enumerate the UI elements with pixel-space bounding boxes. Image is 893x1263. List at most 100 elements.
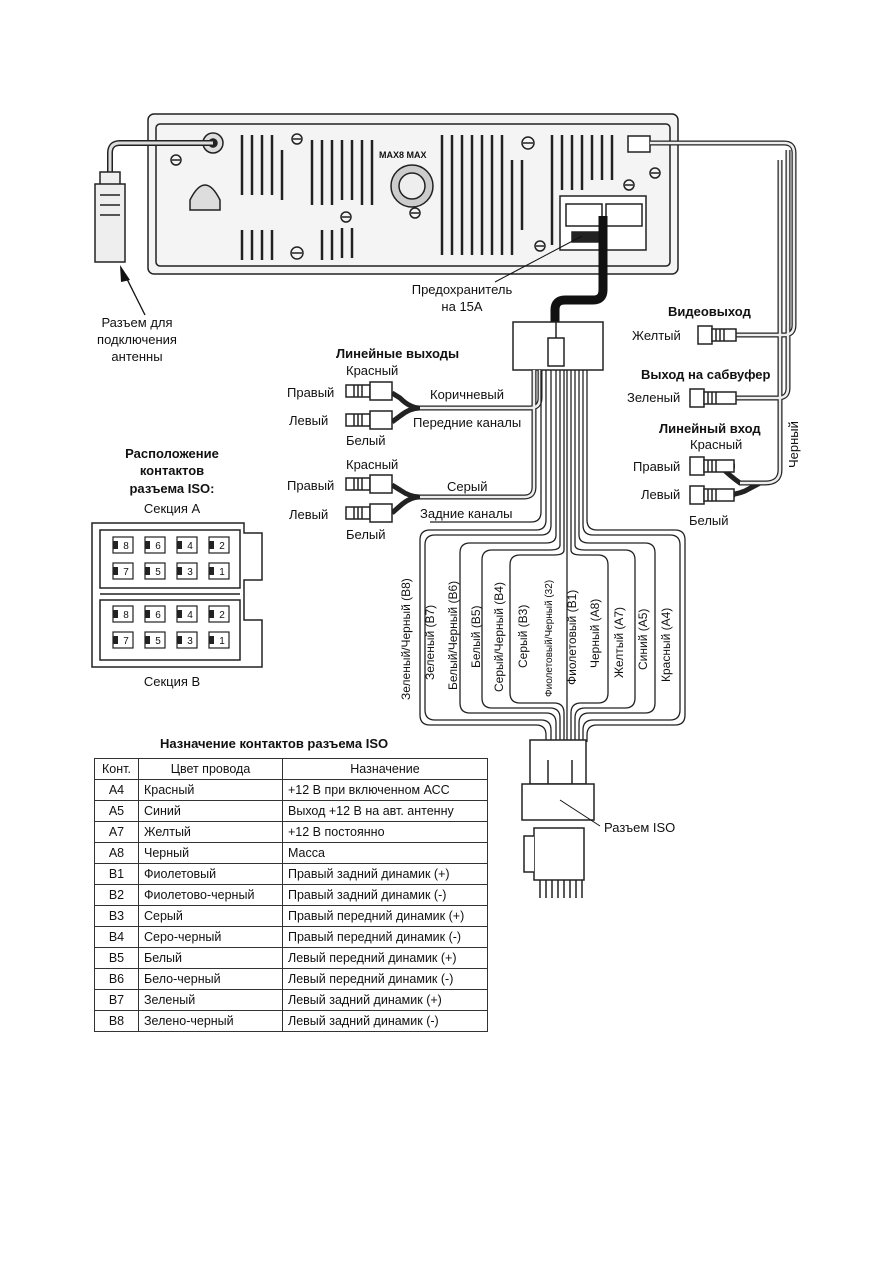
iso-layout-title-1: Расположение bbox=[125, 446, 219, 461]
video-out-label: Видеовыход bbox=[668, 304, 752, 319]
wire-color-cell: Бело-черный bbox=[138, 968, 283, 990]
wire-color-cell: Серо-черный bbox=[138, 926, 283, 948]
rear-left-rca-icon bbox=[345, 503, 393, 523]
line-in-label: Линейный вход bbox=[659, 421, 761, 436]
purpose-cell: +12 В при включенном АСС bbox=[282, 779, 488, 801]
wire-label-b7: Зеленый (В7) bbox=[423, 605, 437, 680]
header-wire-color: Цвет провода bbox=[138, 758, 283, 780]
rear-white: Белый bbox=[346, 527, 386, 542]
pin-cell: В5 bbox=[94, 947, 139, 969]
wire-label-b4: Серый/Черный (В4) bbox=[492, 582, 506, 692]
wire-labels: Зеленый/Черный (В8) Зеленый (В7) Белый/Ч… bbox=[399, 578, 673, 700]
rear-right-rca-icon bbox=[345, 474, 393, 494]
line-in-right-rca-icon bbox=[689, 456, 735, 476]
wire-color-cell: Синий bbox=[138, 800, 283, 822]
iso-pin-number: 6 bbox=[155, 541, 161, 552]
wire-color-cell: Зеленый bbox=[138, 989, 283, 1011]
pin-cell: А8 bbox=[94, 842, 139, 864]
video-out-rca-icon bbox=[697, 325, 737, 345]
iso-pin: 3 bbox=[176, 631, 198, 649]
iso-pin-number: 1 bbox=[219, 567, 225, 578]
iso-pin-number: 2 bbox=[219, 610, 225, 621]
antenna-label-2: подключения bbox=[97, 332, 177, 347]
front-white: Белый bbox=[346, 433, 386, 448]
wire-color-cell: Белый bbox=[138, 947, 283, 969]
pin-cell: В6 bbox=[94, 968, 139, 990]
purpose-cell: Левый передний динамик (-) bbox=[282, 968, 488, 990]
iso-pin: 8 bbox=[112, 605, 134, 623]
iso-layout-title-3: разъема ISO: bbox=[129, 481, 214, 496]
iso-layout-title-2: контактов bbox=[140, 463, 204, 478]
purpose-cell: Масса bbox=[282, 842, 488, 864]
wire-color-cell: Красный bbox=[138, 779, 283, 801]
wire-color-cell: Зелено-черный bbox=[138, 1010, 283, 1032]
pin-cell: А4 bbox=[94, 779, 139, 801]
pin-cell: В7 bbox=[94, 989, 139, 1011]
fuse-label-1: Предохранитель bbox=[412, 282, 513, 297]
wire-label-b8: Зеленый/Черный (В8) bbox=[399, 578, 413, 700]
iso-pin-number: 5 bbox=[155, 567, 161, 578]
iso-pin: 6 bbox=[144, 536, 166, 554]
iso-pin-number: 3 bbox=[187, 636, 193, 647]
wire-label-b6: Белый/Черный (В6) bbox=[446, 581, 460, 690]
iso-pin-number: 8 bbox=[123, 610, 129, 621]
pin-cell: В1 bbox=[94, 863, 139, 885]
front-right-rca-icon bbox=[345, 381, 393, 401]
header-purpose: Назначение bbox=[282, 758, 488, 780]
purpose-cell: Правый задний динамик (-) bbox=[282, 884, 488, 906]
wire-bundle bbox=[419, 370, 686, 742]
pin-cell: В8 bbox=[94, 1010, 139, 1032]
iso-pin: 5 bbox=[144, 562, 166, 580]
iso-pin: 2 bbox=[208, 536, 230, 554]
purpose-cell: Правый передний динамик (+) bbox=[282, 905, 488, 927]
purpose-cell: +12 В постоянно bbox=[282, 821, 488, 843]
front-left: Левый bbox=[289, 413, 328, 428]
rear-right: Правый bbox=[287, 478, 334, 493]
video-out-color: Желтый bbox=[632, 328, 681, 343]
wire-label-b3: Серый (В3) bbox=[516, 605, 530, 668]
iso-pin-number: 5 bbox=[155, 636, 161, 647]
head-unit-rear-panel bbox=[147, 113, 679, 275]
rear-left: Левый bbox=[289, 507, 328, 522]
line-in-white: Белый bbox=[689, 513, 729, 528]
line-out-label: Линейные выходы bbox=[336, 346, 459, 361]
wire-label-a5: Синий (А5) bbox=[636, 609, 650, 670]
front-right: Правый bbox=[287, 385, 334, 400]
wire-label-b2: Фиолетовый/Черный (32) bbox=[544, 580, 555, 697]
section-b-label: Секция В bbox=[144, 674, 200, 689]
front-channels: Передние каналы bbox=[413, 415, 521, 430]
purpose-cell: Выход +12 В на авт. антенну bbox=[282, 800, 488, 822]
iso-pin: 7 bbox=[112, 631, 134, 649]
front-red: Красный bbox=[346, 363, 398, 378]
front-left-rca-icon bbox=[345, 410, 393, 430]
iso-pin-number: 7 bbox=[123, 636, 129, 647]
iso-pin-number: 1 bbox=[219, 636, 225, 647]
antenna-label-3: антенны bbox=[111, 349, 162, 364]
pin-cell: В3 bbox=[94, 905, 139, 927]
wire-color-cell: Серый bbox=[138, 905, 283, 927]
pin-cell: В4 bbox=[94, 926, 139, 948]
rear-channels: Задние каналы bbox=[420, 506, 513, 521]
purpose-cell: Левый задний динамик (-) bbox=[282, 1010, 488, 1032]
line-in-red: Красный bbox=[690, 437, 742, 452]
iso-pin: 6 bbox=[144, 605, 166, 623]
wire-label-b5: Белый (В5) bbox=[469, 606, 483, 668]
iso-pin: 5 bbox=[144, 631, 166, 649]
wire-label-a4: Красный (А4) bbox=[659, 608, 673, 682]
iso-pin-number: 4 bbox=[187, 610, 193, 621]
fuse-icon bbox=[571, 231, 599, 243]
line-in-right: Правый bbox=[633, 459, 680, 474]
harness-junction-box bbox=[512, 321, 604, 371]
iso-pin: 2 bbox=[208, 605, 230, 623]
wire-color-cell: Желтый bbox=[138, 821, 283, 843]
sub-out-label: Выход на сабвуфер bbox=[641, 367, 771, 382]
antenna-plug-icon bbox=[94, 171, 126, 263]
wire-color-cell: Фиолетовый bbox=[138, 863, 283, 885]
purpose-cell: Левый передний динамик (+) bbox=[282, 947, 488, 969]
